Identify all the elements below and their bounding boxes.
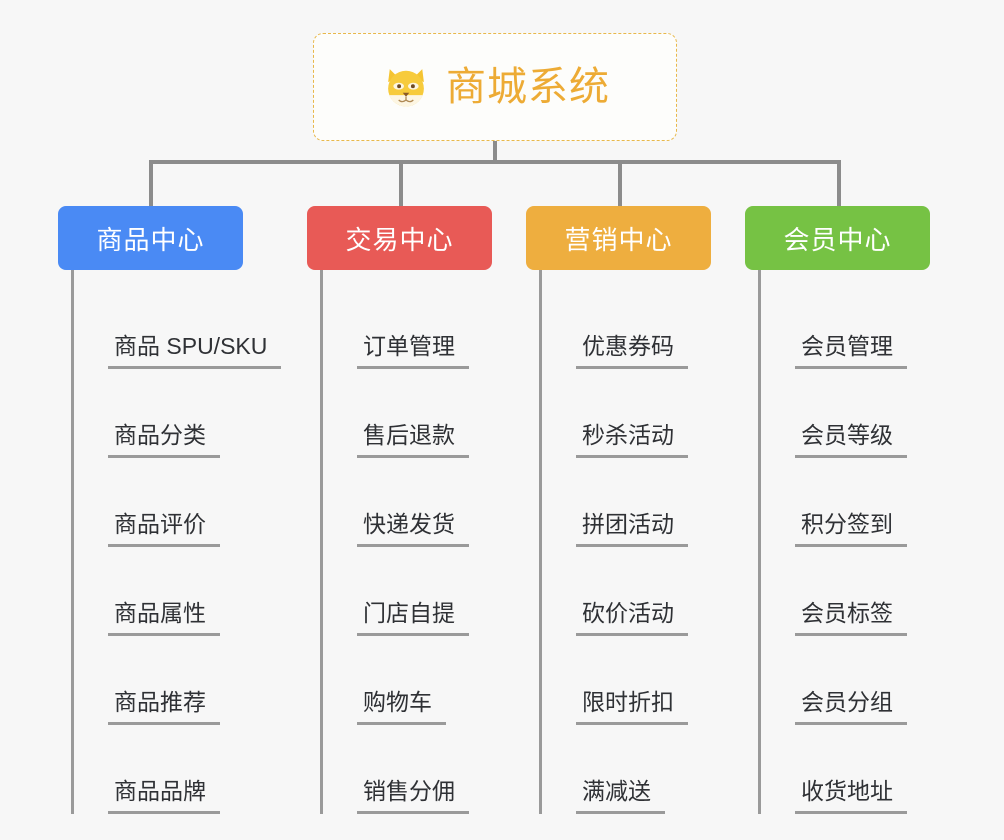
leaf-label: 快递发货 [357,511,469,547]
leaf-label: 收货地址 [795,778,907,814]
leaf-label: 商品推荐 [108,689,220,725]
leaf-label: 积分签到 [795,511,907,547]
list-item[interactable]: 商品推荐 [74,636,281,725]
category-header-product-center[interactable]: 商品中心 [58,206,243,270]
root-node[interactable]: 商城系统 [313,33,677,141]
leaf-label: 秒杀活动 [576,422,688,458]
leaf-list-product-center: 商品 SPU/SKU 商品分类 商品评价 商品属性 商品推荐 商品品牌 [71,270,282,814]
root-title: 商城系统 [446,65,610,109]
list-item[interactable]: 会员分组 [761,636,930,725]
leaf-label: 购物车 [357,689,446,725]
list-item[interactable]: 拼团活动 [542,458,711,547]
list-item[interactable]: 优惠券码 [542,280,711,369]
category-label: 交易中心 [345,224,454,255]
category-header-marketing-center[interactable]: 营销中心 [526,206,711,270]
connector-horizontal-bar [149,160,841,164]
leaf-label: 商品评价 [108,511,220,547]
connector-drop-1 [149,160,153,206]
list-item[interactable]: 砍价活动 [542,547,711,636]
branch-marketing-center: 营销中心 优惠券码 秒杀活动 拼团活动 砍价活动 限时折扣 满减送 [526,206,711,814]
category-label: 营销中心 [564,224,673,255]
category-label: 商品中心 [96,224,205,255]
leaf-label: 满减送 [576,778,665,814]
connector-drop-2 [399,160,403,206]
list-item[interactable]: 满减送 [542,725,711,814]
list-item[interactable]: 快递发货 [323,458,492,547]
leaf-label: 商品 SPU/SKU [108,333,282,369]
leaf-label: 拼团活动 [576,511,688,547]
leaf-label: 销售分佣 [357,778,469,814]
list-item[interactable]: 限时折扣 [542,636,711,725]
list-item[interactable]: 会员管理 [761,280,930,369]
leaf-label: 砍价活动 [576,600,688,636]
list-item[interactable]: 会员标签 [761,547,930,636]
leaf-label: 会员分组 [795,689,907,725]
branch-trade-center: 交易中心 订单管理 售后退款 快递发货 门店自提 购物车 销售分佣 [307,206,492,814]
list-item[interactable]: 商品评价 [74,458,281,547]
branch-member-center: 会员中心 会员管理 会员等级 积分签到 会员标签 会员分组 收货地址 [745,206,930,814]
connector-root-stem [493,141,497,163]
leaf-list-member-center: 会员管理 会员等级 积分签到 会员标签 会员分组 收货地址 [758,270,930,814]
list-item[interactable]: 售后退款 [323,369,492,458]
leaf-label: 售后退款 [357,422,469,458]
list-item[interactable]: 销售分佣 [323,725,492,814]
leaf-label: 会员等级 [795,422,907,458]
leaf-label: 限时折扣 [576,689,688,725]
shiba-dog-icon [388,69,424,109]
leaf-label: 会员标签 [795,600,907,636]
leaf-list-marketing-center: 优惠券码 秒杀活动 拼团活动 砍价活动 限时折扣 满减送 [539,270,711,814]
list-item[interactable]: 商品属性 [74,547,281,636]
leaf-list-trade-center: 订单管理 售后退款 快递发货 门店自提 购物车 销售分佣 [320,270,492,814]
category-header-member-center[interactable]: 会员中心 [745,206,930,270]
leaf-label: 商品分类 [108,422,220,458]
branch-product-center: 商品中心 商品 SPU/SKU 商品分类 商品评价 商品属性 商品推荐 商品品牌 [58,206,282,814]
list-item[interactable]: 商品 SPU/SKU [74,280,282,369]
leaf-label: 商品属性 [108,600,220,636]
list-item[interactable]: 商品分类 [74,369,281,458]
list-item[interactable]: 积分签到 [761,458,930,547]
list-item[interactable]: 秒杀活动 [542,369,711,458]
list-item[interactable]: 商品品牌 [74,725,281,814]
category-header-trade-center[interactable]: 交易中心 [307,206,492,270]
category-label: 会员中心 [783,224,892,255]
leaf-label: 门店自提 [357,600,469,636]
list-item[interactable]: 购物车 [323,636,492,725]
list-item[interactable]: 收货地址 [761,725,930,814]
connector-drop-3 [618,160,622,206]
leaf-label: 订单管理 [357,333,469,369]
connector-drop-4 [837,160,841,206]
list-item[interactable]: 会员等级 [761,369,930,458]
leaf-label: 商品品牌 [108,778,220,814]
leaf-label: 优惠券码 [576,333,688,369]
list-item[interactable]: 门店自提 [323,547,492,636]
leaf-label: 会员管理 [795,333,907,369]
list-item[interactable]: 订单管理 [323,280,492,369]
